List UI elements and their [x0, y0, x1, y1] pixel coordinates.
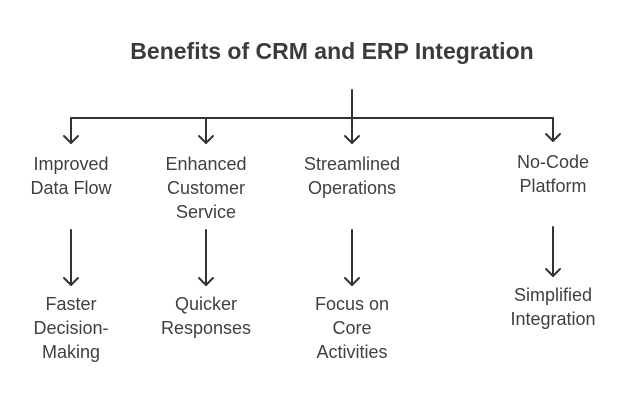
arrowhead-4 — [545, 133, 561, 142]
outcome-arrowhead-2 — [198, 277, 214, 286]
outcome-simplified-integration: Simplified Integration — [510, 285, 596, 329]
benefit-improved-data-flow: Improved Data Flow — [30, 154, 112, 198]
diagram-title: Benefits of CRM and ERP Integration — [130, 38, 534, 64]
arrowhead-1 — [63, 135, 79, 144]
outcome-arrowhead-1 — [63, 277, 79, 286]
arrowhead-3 — [344, 135, 360, 144]
outcome-quicker-responses: Quicker Responses — [160, 294, 252, 338]
outcome-arrowhead-4 — [545, 268, 561, 277]
benefit-enhanced-customer-service: Enhanced Customer Service — [165, 154, 247, 222]
arrowhead-2 — [198, 135, 214, 144]
outcome-faster-decision-making: Faster Decision- Making — [33, 294, 109, 362]
outcome-focus-on-core-activities: Focus on Core Activities — [314, 294, 390, 362]
benefit-streamlined-operations: Streamlined Operations — [303, 154, 401, 198]
benefit-no-code-platform: No-Code Platform — [516, 152, 590, 196]
outcome-arrowhead-3 — [344, 277, 360, 286]
